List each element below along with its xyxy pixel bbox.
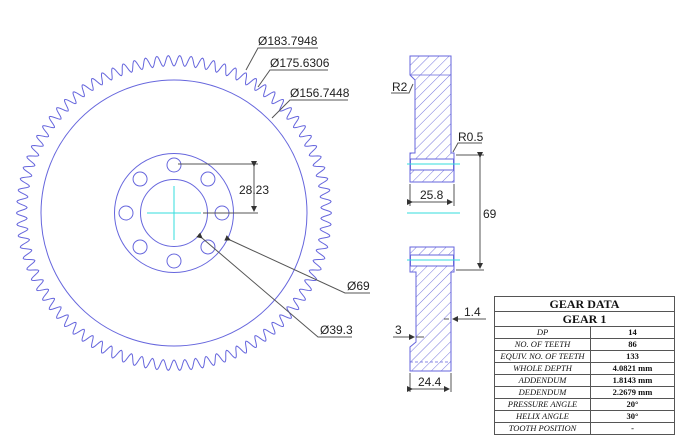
- dim-bolt-offset-text: 28.23: [239, 183, 269, 197]
- dim-r2-text: R2: [392, 80, 408, 94]
- bolt-hole: [132, 171, 148, 187]
- dim-rim-width: [407, 373, 452, 392]
- table-row: TOOTH POSITION-: [494, 422, 675, 435]
- bolt-hole: [166, 157, 182, 173]
- dim-rim-width-text: 24.4: [418, 375, 442, 389]
- dim-r05-text: R0.5: [458, 130, 484, 144]
- dim-tip-diameter: [245, 47, 318, 71]
- dim-web-offset-text: 3: [395, 323, 402, 337]
- row-value: 14: [590, 326, 675, 339]
- bolt-hole: [118, 205, 134, 221]
- row-value: 133: [590, 350, 675, 363]
- row-value: -: [590, 422, 675, 435]
- root-circle: [40, 79, 308, 347]
- dim-root-diameter: [271, 99, 348, 119]
- row-label: DEDENDUM: [494, 386, 591, 399]
- row-label: HELIX ANGLE: [494, 410, 591, 423]
- dim-r05-leader: [452, 142, 482, 153]
- dim-pitch-diameter-text: Ø175.6306: [270, 56, 330, 70]
- row-label: WHOLE DEPTH: [494, 362, 591, 375]
- dim-hub-height-text: 69: [483, 207, 497, 221]
- dim-web-step-text: 1.4: [464, 305, 481, 319]
- row-label: TOOTH POSITION: [494, 422, 591, 435]
- dim-hub-height: [456, 152, 484, 271]
- bolt-hole: [200, 171, 216, 187]
- dim-hub-diameter: [224, 235, 370, 294]
- dim-hub-width-text: 25.8: [420, 188, 444, 202]
- bolt-hole: [132, 239, 148, 255]
- row-value: 1.8143 mm: [590, 374, 675, 387]
- dim-bore-diameter: [196, 232, 352, 338]
- gear-teeth-outline: [15, 54, 333, 372]
- dim-hub-width: [407, 184, 455, 206]
- gear-face-view: 28.23 Ø183.7948 Ø175.6306 Ø156.7448 Ø69 …: [15, 34, 370, 372]
- row-value: 4.0821 mm: [590, 362, 675, 375]
- bolt-holes: [118, 157, 230, 269]
- row-label: DP: [494, 326, 591, 339]
- bolt-hole: [200, 239, 216, 255]
- gear-section-view: R2 R0.5 25.8 69 3 1.4: [391, 55, 497, 392]
- row-value: 86: [590, 338, 675, 351]
- dim-tip-diameter-text: Ø183.7948: [258, 34, 318, 48]
- row-label: PRESSURE ANGLE: [494, 398, 591, 411]
- dim-bore-diameter-text: Ø39.3: [320, 323, 353, 337]
- gear-table-subtitle: GEAR 1: [494, 311, 675, 327]
- dim-pitch-diameter: [257, 69, 328, 88]
- bolt-hole: [166, 253, 182, 269]
- row-label: EQUIV. NO. OF TEETH: [494, 350, 591, 363]
- row-value: 30°: [590, 410, 675, 423]
- dim-hub-diameter-text: Ø69: [347, 279, 370, 293]
- gear-table-title: GEAR DATA: [494, 296, 675, 312]
- dim-root-diameter-text: Ø156.7448: [290, 86, 350, 100]
- row-label: NO. OF TEETH: [494, 338, 591, 351]
- row-value: 2.2679 mm: [590, 386, 675, 399]
- row-value: 20°: [590, 398, 675, 411]
- dim-bolt-offset: [178, 161, 258, 214]
- section-upper: [409, 55, 455, 183]
- dim-r2-leader: [391, 83, 414, 94]
- row-label: ADDENDUM: [494, 374, 591, 387]
